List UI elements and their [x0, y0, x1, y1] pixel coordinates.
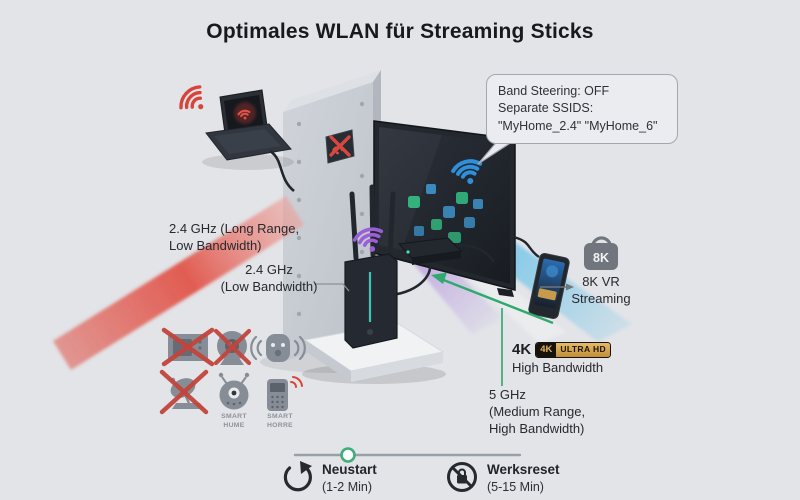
label-4k-prefix: 4K	[512, 341, 532, 358]
smart-home-robot-icon	[218, 372, 250, 410]
label-line: HUME	[223, 422, 245, 430]
restart-icon	[283, 461, 312, 492]
streaming-stick	[390, 235, 540, 297]
factory-reset-icon	[447, 462, 477, 492]
router-platform	[302, 322, 446, 384]
satellite-tv-icon	[159, 369, 209, 415]
cordless-phone-icon	[267, 376, 303, 411]
label-5ghz-medium-range: 5 GHz (Medium Range, High Bandwidth)	[489, 387, 585, 438]
label-4k-uhd: 4K 4K ULTRA HD	[512, 341, 611, 358]
vr-8k-icon: 8K	[584, 236, 618, 270]
label-smart-home-1: SMART HUME	[213, 412, 255, 430]
label-line: (Low Bandwidth)	[220, 278, 318, 294]
label-high-bandwidth: High Bandwidth	[512, 360, 604, 375]
label-line: High Bandwidth)	[489, 420, 585, 436]
label-line: 8K VR	[582, 274, 620, 289]
label-line: Streaming	[571, 290, 631, 306]
label-24ghz-long-range: 2.4 GHz (Long Range, Low Bandwidth)	[169, 221, 299, 255]
label-line: HORRE	[266, 422, 294, 430]
progress-slider[interactable]	[293, 447, 522, 463]
restart-duration: (1-2 Min)	[322, 479, 373, 494]
baby-monitor-icon	[250, 334, 306, 362]
beam-24ghz	[53, 196, 304, 370]
label-line: (Medium Range,	[489, 403, 586, 419]
microwave-icon	[161, 327, 215, 367]
slider-handle[interactable]	[340, 447, 356, 463]
uhd-badge-4k: 4K	[536, 342, 557, 357]
uhd-badge: 4K ULTRA HD	[536, 342, 611, 357]
label-line: SMART	[221, 413, 247, 420]
router-settings-callout: Band Steering: OFF Separate SSIDS: "MyHo…	[486, 74, 678, 144]
callout-line-separate-ssids: Separate SSIDS:	[498, 101, 594, 116]
callout-line-ssid-names: "MyHome_2.4" "MyHome_6"	[498, 118, 658, 133]
router	[344, 184, 398, 349]
page-title: Optimales WLAN für Streaming Sticks	[206, 20, 594, 43]
factory-reset-option: Werksreset (5-15 Min)	[487, 461, 560, 495]
wifi-blocked-sign	[325, 129, 355, 164]
factory-reset-label: Werksreset	[487, 462, 560, 477]
connectors	[314, 272, 574, 386]
wifi-red-icon	[179, 85, 204, 110]
label-line: 2.4 GHz (Long Range,	[169, 221, 300, 236]
webcam-icon	[213, 328, 252, 366]
factory-reset-duration: (5-15 Min)	[487, 479, 544, 494]
label-line: Low Bandwidth)	[169, 237, 262, 253]
label-line: 5 GHz	[489, 387, 526, 402]
label-line: 2.4 GHz	[245, 262, 293, 277]
wifi-weak-icon	[237, 109, 251, 120]
uhd-badge-ultra-hd: ULTRA HD	[556, 342, 611, 357]
label-8k-vr-streaming: 8K VR Streaming	[563, 274, 639, 308]
vr-icon-text: 8K	[593, 251, 609, 265]
wifi-purple-icon	[352, 227, 384, 252]
label-line: SMART	[267, 413, 293, 420]
restart-label: Neustart	[322, 462, 377, 477]
smartphone	[528, 252, 570, 320]
wifi-blue-icon	[451, 159, 483, 184]
laptop	[179, 85, 295, 193]
tv-app-icons	[408, 184, 483, 243]
callout-line-band-steering: Band Steering: OFF	[498, 84, 610, 98]
label-24ghz-low-bandwidth: 2.4 GHz (Low Bandwidth)	[217, 262, 321, 296]
label-smart-home-2: SMART HORRE	[259, 412, 301, 430]
restart-option: Neustart (1-2 Min)	[322, 461, 377, 495]
